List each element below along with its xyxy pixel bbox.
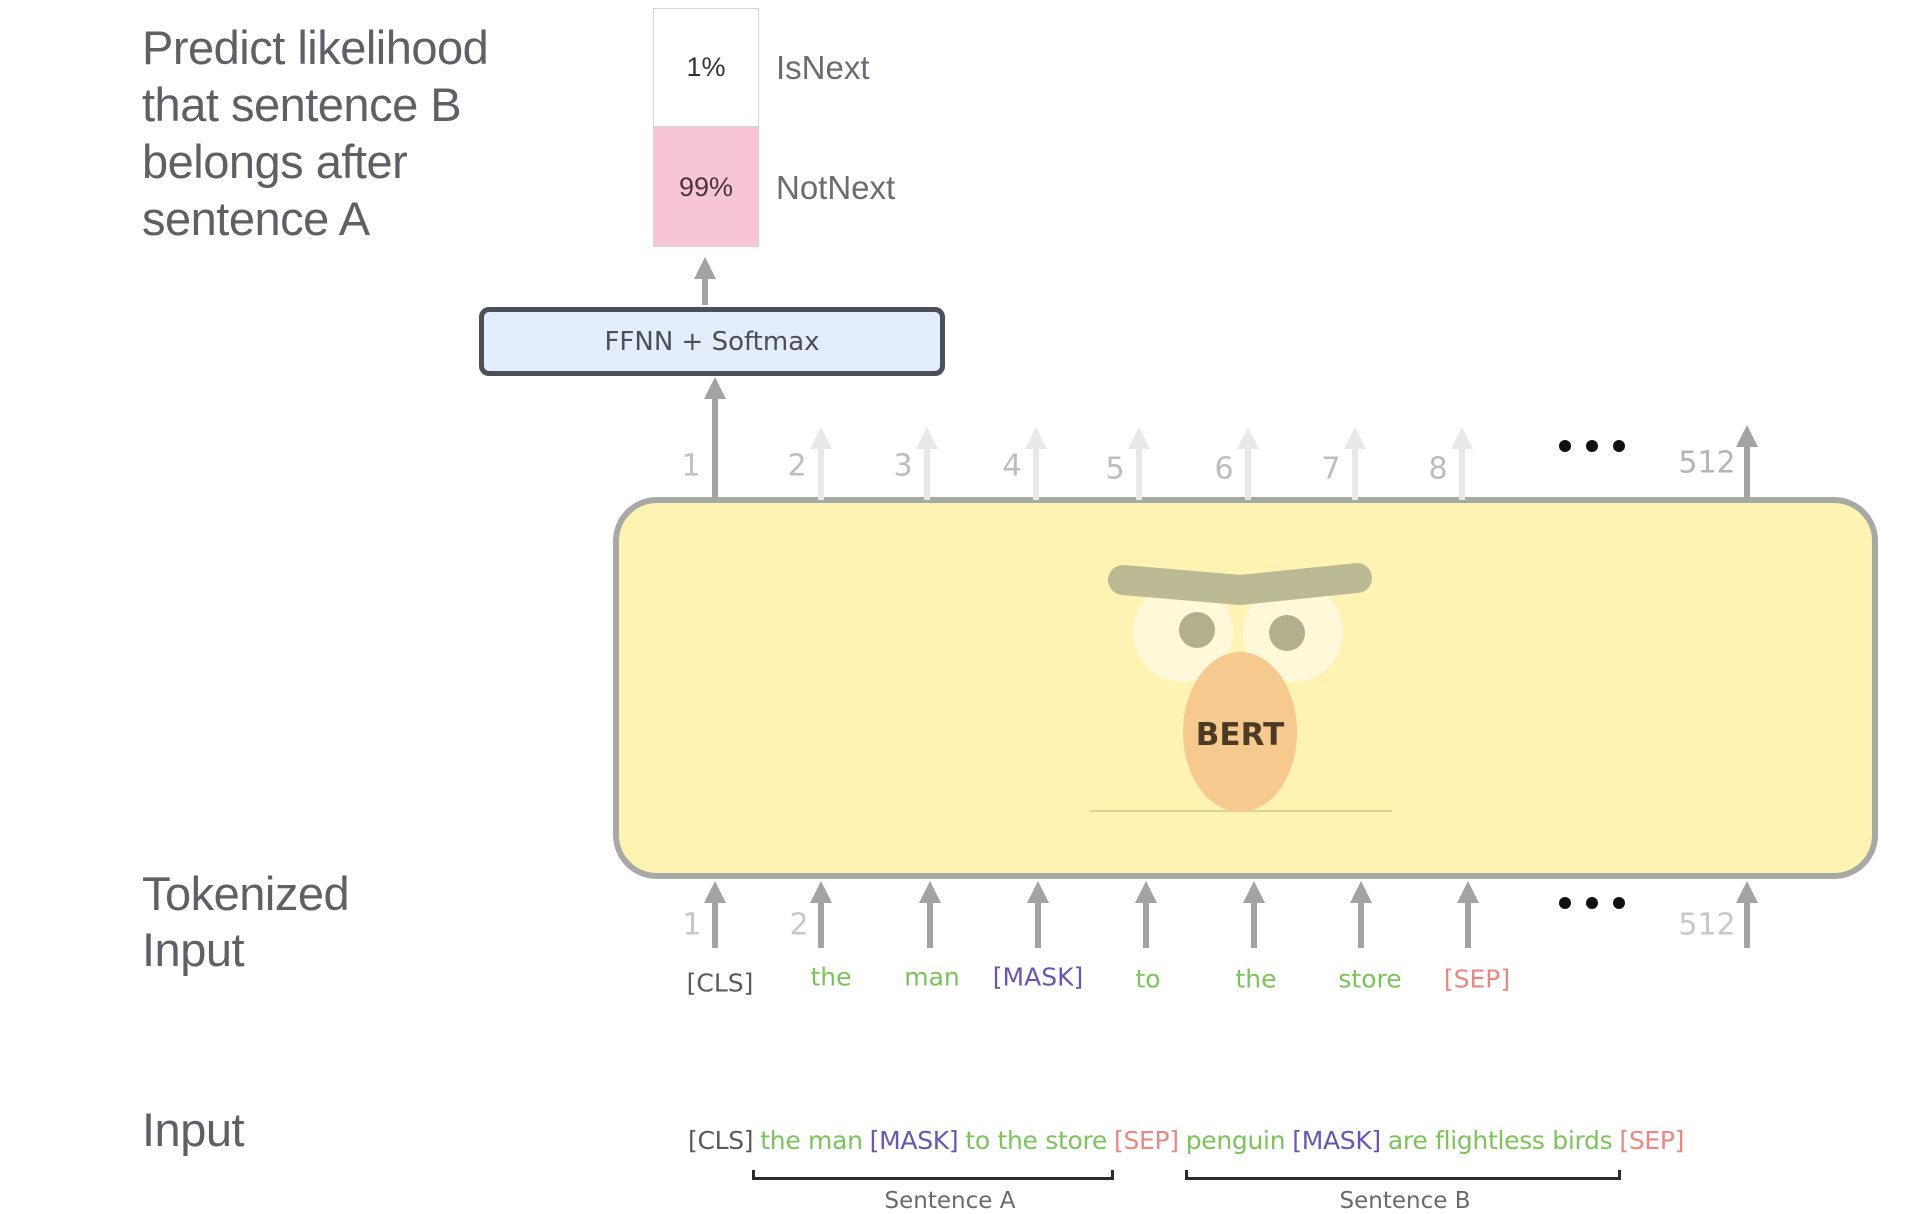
nsp-description-line: sentence A — [142, 192, 370, 245]
input-arrow — [810, 881, 832, 948]
output-arrow — [810, 427, 832, 500]
output-arrow — [1344, 427, 1366, 500]
input-arrow — [704, 881, 726, 948]
output-position-label: 7 — [1321, 451, 1341, 487]
ffnn-softmax-label: FFNN + Softmax — [604, 326, 820, 357]
token-word: store — [1338, 964, 1402, 994]
input-segment-mask: [MASK] — [1292, 1126, 1381, 1155]
input-segment-word: to the store — [965, 1126, 1107, 1155]
input-arrow — [1736, 881, 1758, 948]
bert-face-icon — [1090, 563, 1392, 812]
notnext-label: NotNext — [776, 169, 896, 206]
input-segment-word: penguin — [1185, 1126, 1286, 1155]
ellipsis-dot — [1586, 897, 1598, 909]
input-arrow — [919, 881, 941, 948]
token-word: man — [904, 962, 960, 992]
nose — [1183, 652, 1297, 812]
output-position-label: 8 — [1428, 451, 1448, 487]
nsp-description: Predict likelihood that sentence B belon… — [142, 19, 489, 247]
output-arrow — [1025, 427, 1047, 500]
output-arrow — [1736, 425, 1758, 500]
output-position-label: 5 — [1105, 451, 1125, 487]
input-arrow — [1350, 881, 1372, 948]
tokenized-input-label-line: Input — [142, 923, 245, 976]
input-segment-word: are flightless birds — [1387, 1126, 1613, 1155]
notnext-probability-cell: 99% — [654, 127, 758, 247]
token-special: [CLS] — [686, 968, 754, 998]
output-arrow — [1128, 427, 1150, 500]
token-sep: [SEP] — [1443, 964, 1511, 994]
sentence-a-label: Sentence A — [884, 1188, 1016, 1214]
tokenized-input-label-line: Tokenized — [142, 867, 350, 920]
nsp-description-line: belongs after — [142, 135, 408, 188]
output-position-label: 512 — [1678, 445, 1736, 481]
bert-label: BERT — [1195, 717, 1285, 753]
probability-box: 1% 99% — [653, 8, 759, 247]
ffnn-softmax-box: FFNN + Softmax — [479, 307, 945, 376]
output-position-label: 3 — [893, 448, 913, 484]
input-position-label: 1 — [682, 907, 702, 943]
nsp-description-line: that sentence B — [142, 78, 462, 131]
isnext-probability-cell: 1% — [654, 9, 758, 127]
sentence-b-bracket — [1185, 1170, 1621, 1180]
ellipsis-dot — [1613, 440, 1625, 452]
input-arrow — [1243, 881, 1265, 948]
arrow-to-ffnn — [704, 377, 726, 500]
eyebrow — [1108, 563, 1372, 606]
token-word: the — [810, 962, 852, 992]
input-position-label: 512 — [1678, 907, 1736, 943]
input-segment-sep: [SEP] — [1619, 1126, 1685, 1155]
input-sentence: [CLS]the man[MASK]to the store[SEP]pengu… — [688, 1126, 1691, 1155]
token-mask: [MASK] — [992, 962, 1084, 992]
token-word: the — [1235, 964, 1277, 994]
input-segment-special: [CLS] — [688, 1126, 754, 1155]
nsp-description-line: Predict likelihood — [142, 21, 489, 74]
output-position-label: 6 — [1214, 451, 1234, 487]
ellipsis-dot — [1559, 897, 1571, 909]
arrow-to-probabilities — [694, 257, 716, 305]
input-arrow — [1027, 881, 1049, 948]
input-segment-sep: [SEP] — [1113, 1126, 1179, 1155]
left-pupil — [1179, 612, 1215, 648]
input-position-label: 2 — [789, 907, 809, 943]
ellipsis-dot — [1586, 440, 1598, 452]
input-arrow — [1457, 881, 1479, 948]
output-position-label: 4 — [1002, 448, 1022, 484]
input-segment-word: the man — [760, 1126, 863, 1155]
output-arrow — [916, 427, 938, 500]
input-arrow — [1135, 881, 1157, 948]
ellipsis-dot — [1559, 440, 1571, 452]
output-arrow — [1237, 427, 1259, 500]
token-word: to — [1135, 964, 1161, 994]
sentence-a-bracket — [752, 1170, 1114, 1180]
input-segment-mask: [MASK] — [869, 1126, 959, 1155]
input-label: Input — [142, 1101, 245, 1158]
input-label-text: Input — [142, 1103, 245, 1156]
sentence-b-label: Sentence B — [1339, 1188, 1471, 1214]
right-pupil — [1269, 615, 1305, 651]
output-arrow — [1451, 427, 1473, 500]
isnext-label: IsNext — [776, 49, 870, 86]
ellipsis-dot — [1613, 897, 1625, 909]
output-position-label: 1 — [681, 448, 701, 484]
output-position-label: 2 — [787, 448, 807, 484]
tokenized-input-label: Tokenized Input — [142, 866, 350, 978]
